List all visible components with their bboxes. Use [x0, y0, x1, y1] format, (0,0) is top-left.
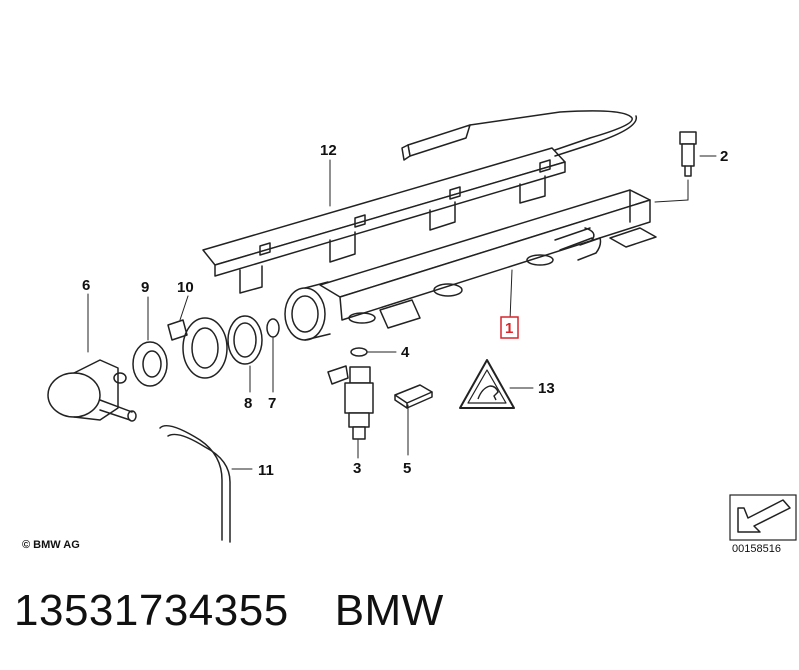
gasket — [227, 315, 263, 365]
callout-13[interactable]: 13 — [538, 380, 555, 397]
sealing-ring — [132, 341, 168, 387]
pressure-regulator — [47, 359, 137, 422]
callout-2[interactable]: 2 — [720, 148, 728, 165]
callout-8[interactable]: 8 — [244, 395, 252, 412]
o-ring — [350, 347, 368, 357]
callout-1-box — [500, 316, 519, 339]
holder — [167, 317, 228, 379]
wiring-harness-duct — [202, 110, 637, 294]
callout-12[interactable]: 12 — [320, 142, 337, 159]
navigation-arrow-icon[interactable] — [729, 494, 797, 541]
callout-11[interactable]: 11 — [258, 462, 274, 479]
small-ring — [266, 318, 280, 338]
brand-name: BMW — [334, 586, 444, 635]
part-number-line: 13531734355 BMW — [14, 586, 444, 636]
callout-9[interactable]: 9 — [141, 279, 149, 296]
callout-10[interactable]: 10 — [177, 279, 194, 296]
fuel-hose — [159, 425, 231, 543]
clip — [394, 384, 433, 409]
copyright-text: © BMW AG — [22, 539, 80, 551]
warning-triangle-icon — [459, 359, 515, 409]
bolt — [679, 131, 697, 177]
fuel-injector — [327, 365, 374, 440]
callout-4[interactable]: 4 — [401, 344, 410, 361]
fuel-rail — [284, 189, 657, 341]
callout-6[interactable]: 6 — [82, 277, 90, 294]
callout-3[interactable]: 3 — [353, 460, 361, 477]
callout-1[interactable]: 1 — [505, 320, 513, 337]
part-number: 13531734355 — [14, 586, 289, 635]
callout-5[interactable]: 5 — [403, 460, 411, 477]
figure-number: 00158516 — [732, 543, 781, 555]
callout-7[interactable]: 7 — [268, 395, 276, 412]
